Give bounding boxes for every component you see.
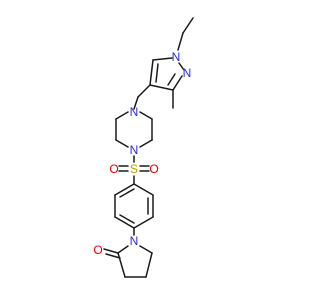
bond-ph-3 bbox=[133, 216, 154, 229]
atom-sulfonyl-o-right: O bbox=[149, 162, 158, 176]
bond-pip-nbot-right bbox=[139, 139, 153, 148]
bond-carbonyl-1 bbox=[103, 248, 119, 254]
atom-pyrazole-n2: N bbox=[183, 66, 192, 80]
bond-c5-c4 bbox=[149, 59, 154, 86]
bond-layer bbox=[103, 17, 194, 278]
bond-c4-ch2 bbox=[137, 84, 151, 98]
bond-ethyl-ch2 bbox=[177, 32, 184, 51]
atom-sulfonyl-s: S bbox=[130, 162, 138, 176]
atom-piperazine-n-bottom: N bbox=[130, 143, 139, 157]
atom-label-layer: N N N N S O O N O bbox=[93, 50, 191, 257]
bond-c3-n2 bbox=[172, 75, 183, 91]
molecule-structure: N N N N S O O N O bbox=[93, 17, 194, 278]
atom-carbonyl-o: O bbox=[93, 243, 102, 257]
bond-lac-c5-n bbox=[139, 245, 153, 254]
bond-lac-c2-c3 bbox=[117, 252, 126, 278]
bond-pip-ntop-right bbox=[139, 111, 153, 120]
atom-sulfonyl-o-left: O bbox=[109, 162, 118, 176]
bond-carbonyl-2 bbox=[105, 253, 121, 259]
atom-pyrazole-n1: N bbox=[172, 50, 181, 64]
bond-ch2-n-top bbox=[133, 96, 139, 110]
bond-n1-c5 bbox=[152, 57, 173, 61]
bond-ph-4 bbox=[114, 216, 135, 229]
bond-ph-1 bbox=[133, 183, 154, 196]
bond-ph-6 bbox=[114, 183, 135, 196]
bond-lac-n-c2 bbox=[117, 245, 129, 254]
atom-piperazine-n-top: N bbox=[130, 105, 139, 119]
bond-c4-c3 bbox=[149, 84, 174, 91]
bond-ethyl-ch3 bbox=[182, 17, 194, 34]
bond-ph-inner-3 bbox=[119, 188, 135, 198]
bond-n2-n1 bbox=[178, 62, 185, 71]
bond-lac-c4-c5 bbox=[145, 252, 153, 278]
bond-c5-c4-double bbox=[155, 63, 159, 83]
bond-ph-inner-2 bbox=[119, 214, 135, 224]
bond-c3-n2-double bbox=[167, 73, 176, 86]
atom-lactam-n: N bbox=[130, 234, 139, 248]
bond-pip-ntop-left bbox=[115, 111, 129, 120]
bond-pip-nbot-left bbox=[115, 139, 129, 148]
